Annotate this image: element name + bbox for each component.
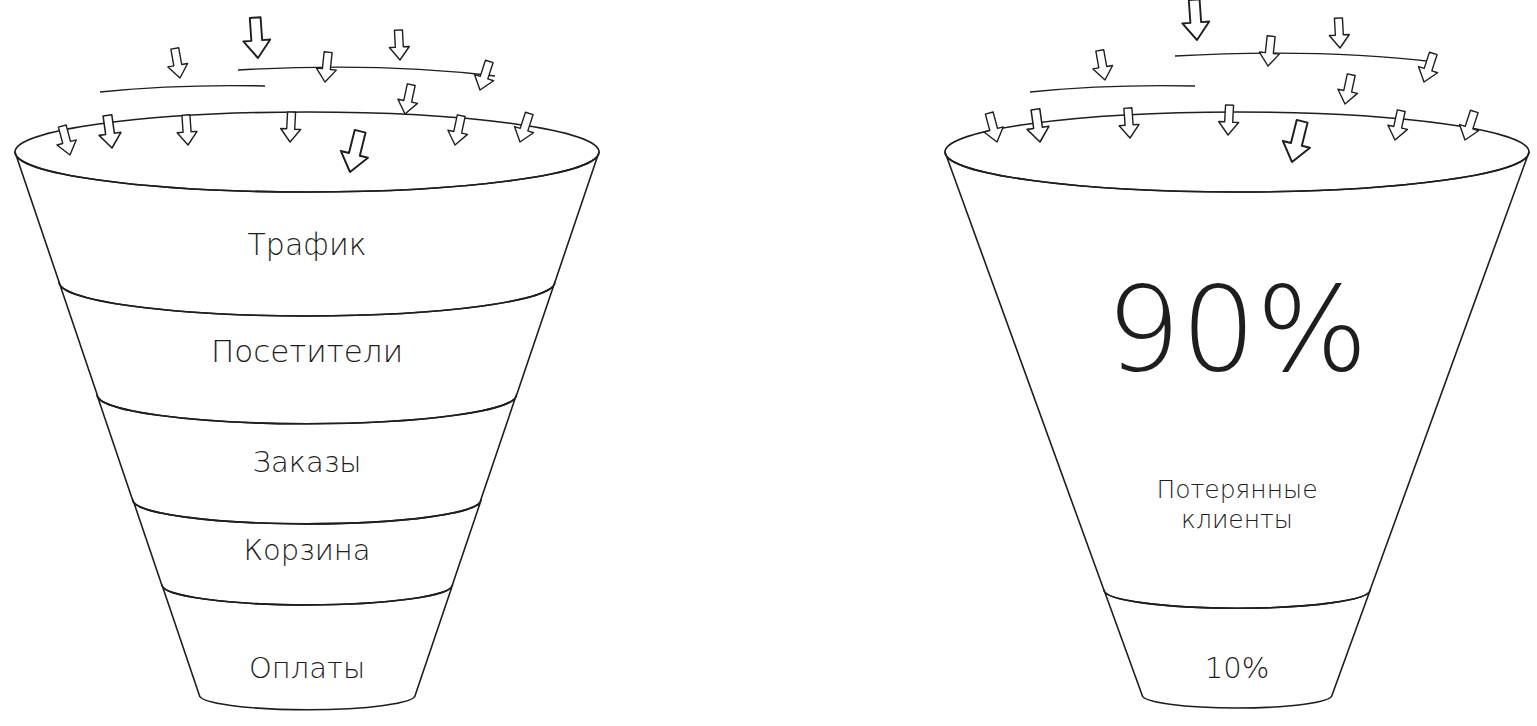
band-shape <box>59 282 555 424</box>
band-label: Посетители <box>211 333 403 370</box>
flow-arrow <box>980 110 1007 144</box>
flow-arrow <box>280 112 302 143</box>
flow-arrow <box>1335 73 1361 107</box>
band-shape <box>1104 590 1370 708</box>
flow-arrow <box>97 114 123 150</box>
funnel-band: Посетители <box>59 282 555 426</box>
band-label: Корзина <box>243 533 370 568</box>
band-outline <box>1104 590 1370 710</box>
funnel-band: Оплаты <box>162 585 453 712</box>
flow-arrow <box>445 114 471 148</box>
band-label: Оплаты <box>249 651 365 686</box>
flow-arrow <box>1181 0 1211 41</box>
funnel-band: 10% <box>1104 590 1370 710</box>
flow-arrow <box>53 123 80 157</box>
band-shape <box>162 585 453 710</box>
rim-stroke <box>100 86 265 92</box>
flow-arrow <box>1090 49 1115 82</box>
flow-arrow <box>1258 35 1281 67</box>
rim-stroke <box>1030 86 1195 92</box>
flow-arrow <box>165 47 190 80</box>
band-shape <box>15 152 599 316</box>
funnel-band: Заказы <box>97 395 516 526</box>
flow-arrow <box>395 83 421 117</box>
flow-arrow <box>510 110 538 145</box>
band-label: 10% <box>1205 651 1269 686</box>
flow-arrow <box>1414 50 1442 85</box>
band-label: 90% <box>1106 259 1368 401</box>
flow-arrow <box>1218 105 1240 136</box>
band-label: Заказы <box>252 445 361 480</box>
band-shape <box>945 152 1529 608</box>
flow-arrow <box>388 30 410 61</box>
flow-arrow <box>1118 107 1140 138</box>
band-outline <box>162 585 453 712</box>
rim-stroke <box>238 67 495 76</box>
flow-arrow <box>336 128 373 176</box>
flow-arrow <box>1025 108 1051 144</box>
flow-arrow <box>315 51 338 83</box>
flow-arrow <box>1328 18 1350 49</box>
flow-arrow <box>1455 108 1483 143</box>
band-shape <box>133 500 481 605</box>
band-caption: Потерянные клиенты <box>1152 475 1322 535</box>
funnel-band: Трафик <box>15 152 599 318</box>
rim-stroke <box>1175 53 1435 62</box>
flow-arrow <box>470 58 498 93</box>
funnel-band: Корзина <box>133 500 481 607</box>
flow-arrow <box>176 114 198 145</box>
funnel-band: 90% Потерянные клиенты <box>945 152 1529 610</box>
band-label: Трафик <box>248 227 367 263</box>
flow-arrow <box>242 17 272 59</box>
band-shape <box>97 395 516 524</box>
flow-arrow <box>1385 109 1411 143</box>
flow-arrow <box>1278 118 1315 166</box>
